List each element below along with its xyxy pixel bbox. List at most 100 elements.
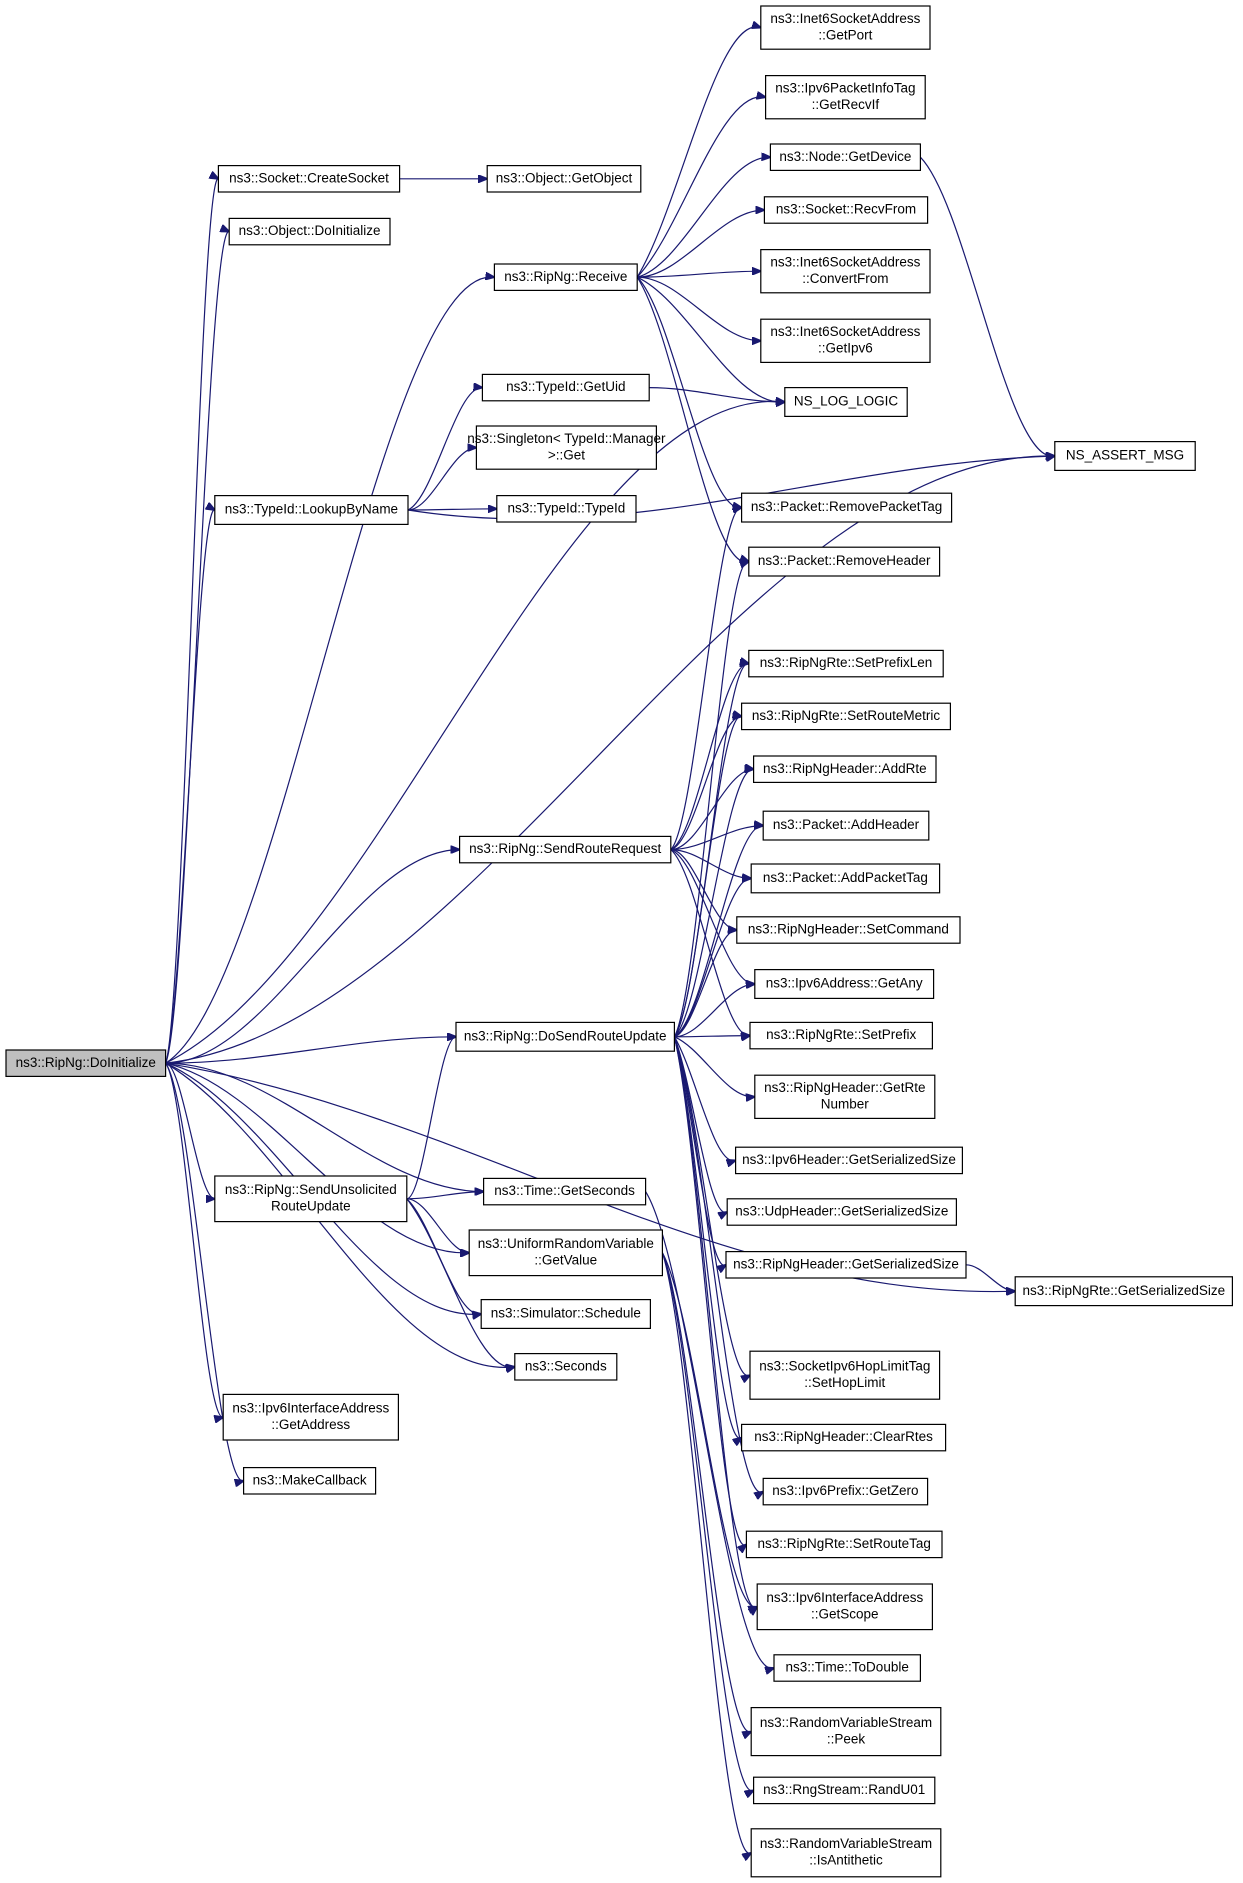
node-dosend[interactable]: ns3::RipNg::DoSendRouteUpdate: [455, 1021, 675, 1052]
node-ipv6hdr[interactable]: ns3::Ipv6Header::GetSerializedSize: [734, 1146, 963, 1175]
node-peek[interactable]: ns3::RandomVariableStream::Peek: [750, 1706, 942, 1757]
node-sendreq[interactable]: ns3::RipNg::SendRouteRequest: [459, 835, 672, 864]
node-objdoinit[interactable]: ns3::Object::DoInitialize: [228, 217, 391, 246]
node-doinit[interactable]: ns3::RipNg::DoInitialize: [5, 1049, 167, 1077]
node-label: ns3::Inet6SocketAddress: [770, 255, 920, 270]
node-box: [748, 546, 941, 577]
node-convertfrom[interactable]: ns3::Inet6SocketAddress::ConvertFrom: [760, 249, 931, 294]
node-setcommand[interactable]: ns3::RipNgHeader::SetCommand: [736, 916, 961, 944]
node-label: ns3::Object::DoInitialize: [239, 223, 381, 238]
edge-receive-to-removeheader: [636, 276, 749, 562]
node-box: [214, 495, 409, 526]
node-getdevice[interactable]: ns3::Node::GetDevice: [769, 143, 922, 171]
node-box: [760, 249, 931, 294]
node-getuid[interactable]: ns3::TypeId::GetUid: [481, 373, 650, 402]
node-getaddress[interactable]: ns3::Ipv6InterfaceAddress::GetAddress: [222, 1393, 399, 1441]
node-box: [468, 1229, 664, 1277]
node-getipv6[interactable]: ns3::Inet6SocketAddress::GetIpv6: [760, 318, 931, 364]
node-nsassert[interactable]: NS_ASSERT_MSG: [1054, 441, 1196, 472]
node-label: ns3::TypeId::GetUid: [506, 379, 625, 394]
node-rteser[interactable]: ns3::RipNgRte::GetSerializedSize: [1014, 1276, 1234, 1307]
node-label: ns3::Packet::RemoveHeader: [758, 553, 931, 568]
node-box: [486, 165, 642, 193]
node-ripnghdr[interactable]: ns3::RipNgHeader::GetSerializedSize: [725, 1250, 967, 1279]
node-label: ns3::Ipv6PacketInfoTag: [775, 81, 915, 96]
node-setroutemetric[interactable]: ns3::RipNgRte::SetRouteMetric: [740, 702, 951, 731]
node-label: ns3::Inet6SocketAddress: [770, 11, 920, 26]
node-addpackettag[interactable]: ns3::Packet::AddPacketTag: [750, 863, 941, 894]
edge-doinit-to-sendunsol: [165, 1062, 215, 1199]
edge-dosend-to-getrtenumber: [674, 1036, 754, 1097]
edge-getuid-to-nslog: [649, 387, 785, 402]
edge-dosend-to-getzero: [673, 1036, 763, 1493]
node-label: ::GetRecvIf: [812, 97, 880, 112]
node-label: ns3::Simulator::Schedule: [491, 1306, 641, 1321]
node-addrte[interactable]: ns3::RipNgHeader::AddRte: [752, 755, 937, 783]
node-label: NS_ASSERT_MSG: [1066, 448, 1184, 463]
node-getrecvif[interactable]: ns3::Ipv6PacketInfoTag::GetRecvIf: [764, 74, 926, 120]
node-label: ns3::Socket::CreateSocket: [229, 170, 389, 185]
node-removeheader[interactable]: ns3::Packet::RemoveHeader: [748, 546, 941, 577]
node-clearrtes[interactable]: ns3::RipNgHeader::ClearRtes: [740, 1423, 947, 1452]
node-schedule[interactable]: ns3::Simulator::Schedule: [480, 1298, 652, 1329]
node-singleton[interactable]: ns3::Singleton< TypeId::Manager>::Get: [467, 425, 666, 470]
edge-dosend-to-getany: [674, 984, 754, 1038]
graph-edges: [165, 27, 1055, 1853]
node-udphdr[interactable]: ns3::UdpHeader::GetSerializedSize: [726, 1198, 958, 1226]
node-lookup[interactable]: ns3::TypeId::LookupByName: [214, 495, 409, 526]
node-receive[interactable]: ns3::RipNg::Receive: [493, 263, 638, 291]
node-setprefix[interactable]: ns3::RipNgRte::SetPrefix: [749, 1021, 933, 1050]
edge-receive-to-convertfrom: [637, 271, 761, 278]
node-sethoplimit[interactable]: ns3::SocketIpv6HopLimitTag::SetHopLimit: [749, 1350, 941, 1400]
edge-dosend-to-setprefix: [674, 1036, 750, 1037]
node-getobject[interactable]: ns3::Object::GetObject: [486, 165, 642, 193]
node-typeid[interactable]: ns3::TypeId::TypeId: [496, 495, 637, 523]
node-label: ns3::SocketIpv6HopLimitTag: [759, 1359, 930, 1374]
edge-sendreq-to-removetag: [670, 508, 742, 851]
node-label: ns3::Socket::RecvFrom: [776, 202, 916, 217]
node-box: [760, 318, 931, 364]
node-box: [480, 1298, 652, 1329]
node-label: ::GetIpv6: [818, 341, 873, 356]
node-removetag[interactable]: ns3::Packet::RemovePacketTag: [740, 492, 953, 523]
edge-doinit-to-dosend: [165, 1037, 456, 1064]
node-seconds[interactable]: ns3::Seconds: [514, 1352, 618, 1381]
node-addheader[interactable]: ns3::Packet::AddHeader: [762, 810, 930, 841]
node-getvalue[interactable]: ns3::UniformRandomVariable::GetValue: [468, 1229, 664, 1277]
node-box: [763, 196, 929, 224]
node-getscope[interactable]: ns3::Ipv6InterfaceAddress::GetScope: [756, 1583, 934, 1631]
node-label: ns3::RipNg::DoSendRouteUpdate: [464, 1028, 667, 1043]
node-label: RouteUpdate: [271, 1199, 351, 1214]
node-label: ns3::Packet::RemovePacketTag: [751, 499, 942, 514]
node-makecallback[interactable]: ns3::MakeCallback: [243, 1466, 377, 1495]
node-getany[interactable]: ns3::Ipv6Address::GetAny: [754, 968, 935, 999]
node-isanti[interactable]: ns3::RandomVariableStream::IsAntithetic: [750, 1828, 942, 1878]
node-box: [749, 1350, 941, 1400]
node-box: [762, 810, 930, 841]
node-getseconds[interactable]: ns3::Time::GetSeconds: [483, 1177, 647, 1206]
node-label: ::GetValue: [534, 1253, 597, 1268]
node-box: [764, 74, 926, 120]
node-nslog[interactable]: NS_LOG_LOGIC: [784, 387, 908, 418]
node-label: ns3::Time::ToDouble: [786, 1660, 909, 1675]
node-setprefixlen[interactable]: ns3::RipNgRte::SetPrefixLen: [748, 649, 944, 678]
edge-ripnghdr-to-rteser: [965, 1264, 1015, 1291]
node-createsocket[interactable]: ns3::Socket::CreateSocket: [217, 165, 401, 193]
edge-sendunsol-to-dosend: [406, 1037, 456, 1200]
edge-doinit-to-getaddress: [165, 1062, 224, 1417]
node-label: ns3::Ipv6Prefix::GetZero: [772, 1483, 918, 1498]
node-label: ns3::UdpHeader::GetSerializedSize: [735, 1204, 948, 1219]
node-getport[interactable]: ns3::Inet6SocketAddress::GetPort: [760, 5, 931, 50]
node-todouble[interactable]: ns3::Time::ToDouble: [773, 1654, 921, 1682]
node-getzero[interactable]: ns3::Ipv6Prefix::GetZero: [762, 1477, 929, 1506]
node-setroutetag[interactable]: ns3::RipNgRte::SetRouteTag: [745, 1530, 943, 1559]
node-box: [481, 373, 650, 402]
node-recvfrom[interactable]: ns3::Socket::RecvFrom: [763, 196, 929, 224]
node-randu01[interactable]: ns3::RngStream::RandU01: [752, 1776, 936, 1805]
node-box: [5, 1049, 167, 1077]
edge-receive-to-getport: [636, 27, 761, 278]
node-label: ::ConvertFrom: [802, 271, 888, 286]
